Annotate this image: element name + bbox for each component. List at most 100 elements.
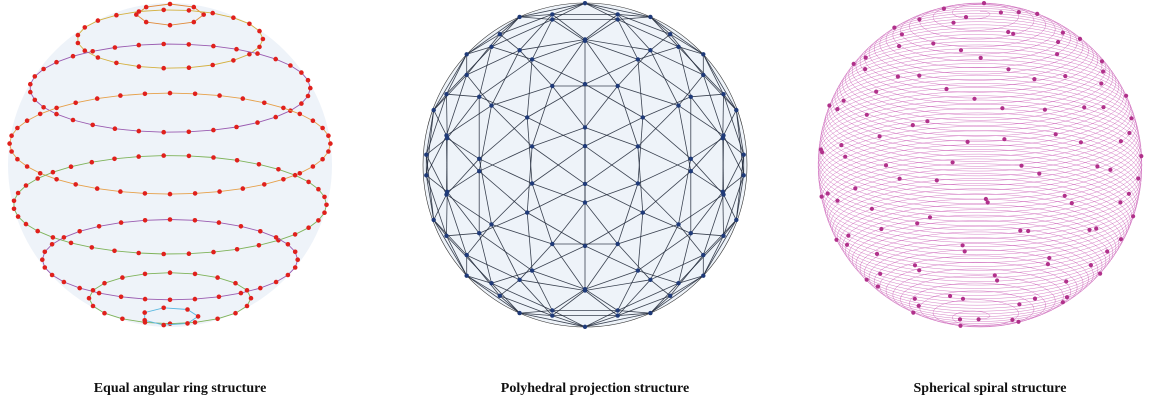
spiral-node [917, 17, 921, 21]
ring-node [241, 186, 246, 191]
ring-node [35, 229, 40, 234]
geodesic-node [676, 103, 680, 107]
ring-node [306, 78, 311, 83]
ring-node [90, 123, 95, 128]
spiral-node [878, 134, 882, 138]
spiral-node [852, 62, 856, 66]
ring-node [120, 317, 125, 322]
ring-node [114, 61, 119, 66]
geodesic-node [550, 313, 554, 317]
ring-node [316, 187, 321, 192]
ring-node [83, 25, 88, 30]
geodesic-node [583, 288, 587, 292]
spiral-node [1047, 256, 1051, 260]
geodesic-node [734, 218, 738, 222]
ring-node [33, 74, 38, 79]
ring-node [54, 60, 59, 65]
ring-node [328, 141, 333, 146]
spiral-node [913, 297, 917, 301]
geodesic-node [477, 231, 481, 235]
ring-node [161, 306, 166, 311]
ring-node [255, 120, 260, 125]
ring-node [91, 304, 96, 309]
geodesic-node [517, 311, 521, 315]
geodesic-node [641, 115, 645, 119]
ring-node [320, 126, 325, 131]
spiral-node [875, 252, 879, 256]
spiral-node [917, 74, 921, 78]
ring-node [262, 101, 267, 106]
ring-node [233, 281, 238, 286]
spiral-node [839, 143, 843, 147]
geodesic-node [525, 210, 529, 214]
spiral-node [1002, 137, 1006, 141]
ring-node [77, 286, 82, 291]
spiral-node [917, 268, 921, 272]
ring-node [113, 126, 118, 131]
spiral-node [979, 56, 983, 60]
spiral-sphere-diagram [810, 0, 1150, 340]
ring-node [51, 170, 56, 175]
ring-node [168, 2, 173, 7]
ring-node [38, 171, 43, 176]
spiral-node [1131, 214, 1135, 218]
spiral-node [1089, 263, 1093, 267]
spiral-node [995, 278, 999, 282]
ring-node [276, 167, 281, 172]
geodesic-node [721, 136, 725, 140]
ring-node [241, 96, 246, 101]
ring-node [231, 15, 236, 20]
spiral-node [958, 317, 962, 321]
spiral-node [948, 294, 952, 298]
spiral-node [1063, 74, 1067, 78]
ring-node [281, 177, 286, 182]
spiral-node [884, 163, 888, 167]
ring-node [193, 218, 198, 223]
spiral-node [863, 67, 867, 71]
spiral-node [925, 119, 929, 123]
ring-node [144, 5, 149, 10]
geodesic-node [636, 268, 640, 272]
spiral-node [1063, 194, 1067, 198]
spiral-node [964, 15, 968, 19]
ring-node [137, 9, 142, 14]
geodesic-node [701, 52, 705, 56]
spiral-node [1127, 131, 1131, 135]
ring-node [326, 133, 331, 138]
ring-node [43, 250, 48, 255]
ring-node [168, 217, 173, 222]
geodesic-node [517, 48, 521, 52]
geodesic-node [517, 15, 521, 19]
spiral-node [1119, 139, 1123, 143]
ring-node [62, 235, 67, 240]
ring-node [257, 29, 262, 34]
ring-node [114, 13, 119, 18]
geodesic-node [641, 210, 645, 214]
ring-node [76, 41, 81, 46]
ring-node [69, 241, 74, 246]
spiral-node [963, 249, 967, 253]
ring-node [54, 177, 59, 182]
ring-node [187, 130, 192, 135]
geodesic-node [668, 32, 672, 36]
ring-node [119, 295, 124, 300]
geodesic-node [734, 108, 738, 112]
ring-node [306, 180, 311, 185]
spiral-node [892, 26, 896, 30]
geodesic-node [636, 144, 640, 148]
ring-node [320, 157, 325, 162]
spiral-node [1061, 300, 1065, 304]
geodesic-node [648, 311, 652, 315]
spiral-node [1026, 229, 1030, 233]
spiral-node [842, 99, 846, 103]
geodesic-node [616, 12, 620, 16]
ring-node [24, 183, 29, 188]
spiral-node [843, 155, 847, 159]
geodesic-node [489, 103, 493, 107]
ring-node [293, 232, 298, 237]
ring-node [95, 96, 100, 101]
spiral-node [1054, 132, 1058, 136]
spiral-node [913, 263, 917, 267]
spiral-node [961, 297, 965, 301]
spiral-node [1019, 164, 1023, 168]
